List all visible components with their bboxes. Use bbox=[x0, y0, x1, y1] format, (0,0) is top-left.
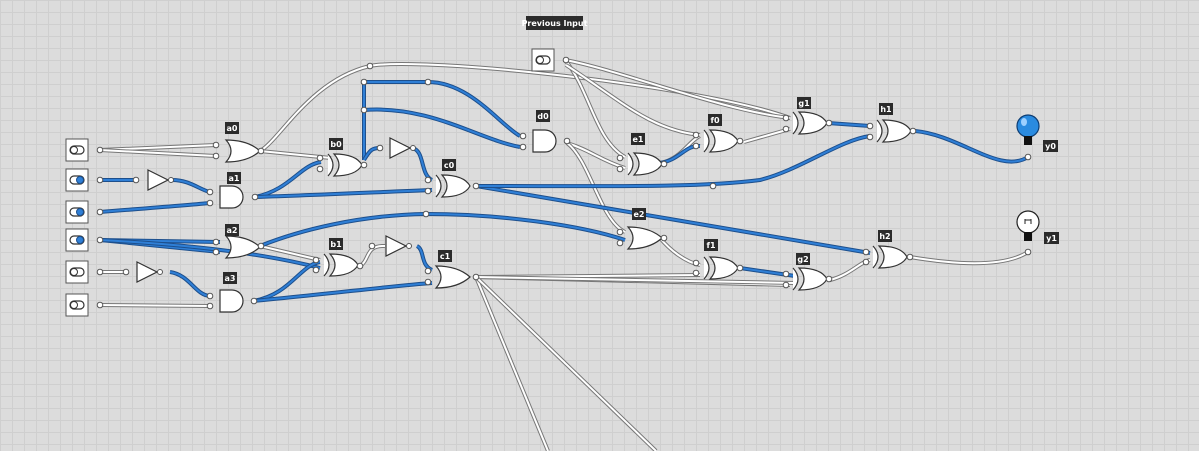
input-switches: Previous Input bbox=[65, 16, 588, 317]
input-switch-4[interactable] bbox=[65, 260, 89, 284]
input-switch-1[interactable] bbox=[65, 168, 89, 192]
previous-input-switch[interactable] bbox=[531, 48, 555, 72]
input-switch-2[interactable] bbox=[65, 200, 89, 224]
gate-b0[interactable] bbox=[327, 153, 363, 177]
gate-f0[interactable] bbox=[703, 129, 739, 153]
output-labels: y0 y1 bbox=[1043, 140, 1059, 244]
gate-label-b0: b0 bbox=[330, 140, 342, 149]
gate-a2[interactable] bbox=[224, 235, 261, 259]
gate-label-b1: b1 bbox=[330, 240, 342, 249]
gate-g2[interactable] bbox=[792, 267, 828, 291]
not-gate bbox=[385, 235, 412, 257]
gate-label-c0: c0 bbox=[444, 161, 455, 170]
not-gate bbox=[136, 261, 163, 283]
input-switch-3[interactable] bbox=[65, 228, 89, 252]
gate-c0[interactable] bbox=[435, 174, 471, 198]
gate-label-e2: e2 bbox=[634, 210, 645, 219]
gate-b1[interactable] bbox=[323, 253, 359, 277]
gate-c1[interactable] bbox=[434, 265, 471, 289]
previous-input-label-tag: Previous Input bbox=[522, 16, 588, 30]
gate-e1[interactable] bbox=[627, 152, 663, 176]
gate-h1[interactable] bbox=[876, 119, 912, 143]
gate-a0[interactable] bbox=[224, 139, 261, 163]
connection-pins bbox=[96, 56, 1032, 310]
lightbulb-icon bbox=[1016, 114, 1040, 138]
output-label-y1: y1 bbox=[1046, 234, 1057, 243]
gate-label-h1: h1 bbox=[880, 105, 892, 114]
gate-labels: a0 a1 a2 a3 b0 b1 c0 c1 d0 e1 e2 f0 f1 g… bbox=[223, 97, 893, 284]
gate-a1[interactable] bbox=[219, 185, 244, 209]
gate-d0[interactable] bbox=[532, 129, 557, 153]
gate-label-a0: a0 bbox=[227, 124, 238, 133]
output-label-y0: y0 bbox=[1045, 142, 1056, 151]
output-bulb-y1[interactable] bbox=[1016, 210, 1040, 241]
not-gate bbox=[147, 169, 174, 191]
lightbulb-icon bbox=[1016, 210, 1040, 234]
gate-label-h2: h2 bbox=[879, 232, 890, 241]
gate-label-d0: d0 bbox=[537, 112, 549, 121]
inverters bbox=[136, 137, 416, 283]
gate-label-g2: g2 bbox=[797, 255, 808, 264]
wires-on bbox=[99, 80, 1030, 303]
input-switch-5[interactable] bbox=[65, 293, 89, 317]
gate-label-f1: f1 bbox=[706, 241, 715, 250]
gate-f1[interactable] bbox=[703, 256, 739, 280]
gate-label-g1: g1 bbox=[798, 99, 810, 108]
not-gate bbox=[389, 137, 416, 159]
gate-label-e1: e1 bbox=[633, 135, 644, 144]
gate-a3[interactable] bbox=[219, 289, 244, 313]
previous-input-label: Previous Input bbox=[522, 19, 588, 28]
gate-e2[interactable] bbox=[626, 226, 663, 250]
gate-label-f0: f0 bbox=[710, 116, 719, 125]
gate-label-a2: a2 bbox=[227, 226, 238, 235]
gate-label-a3: a3 bbox=[225, 274, 236, 283]
gate-label-a1: a1 bbox=[229, 174, 240, 183]
input-switch-0[interactable] bbox=[65, 138, 89, 162]
gate-h2[interactable] bbox=[872, 245, 908, 269]
wires-off bbox=[99, 58, 1030, 451]
output-bulb-y0[interactable] bbox=[1016, 114, 1040, 145]
gate-g1[interactable] bbox=[792, 111, 828, 135]
gate-label-c1: c1 bbox=[440, 252, 451, 261]
